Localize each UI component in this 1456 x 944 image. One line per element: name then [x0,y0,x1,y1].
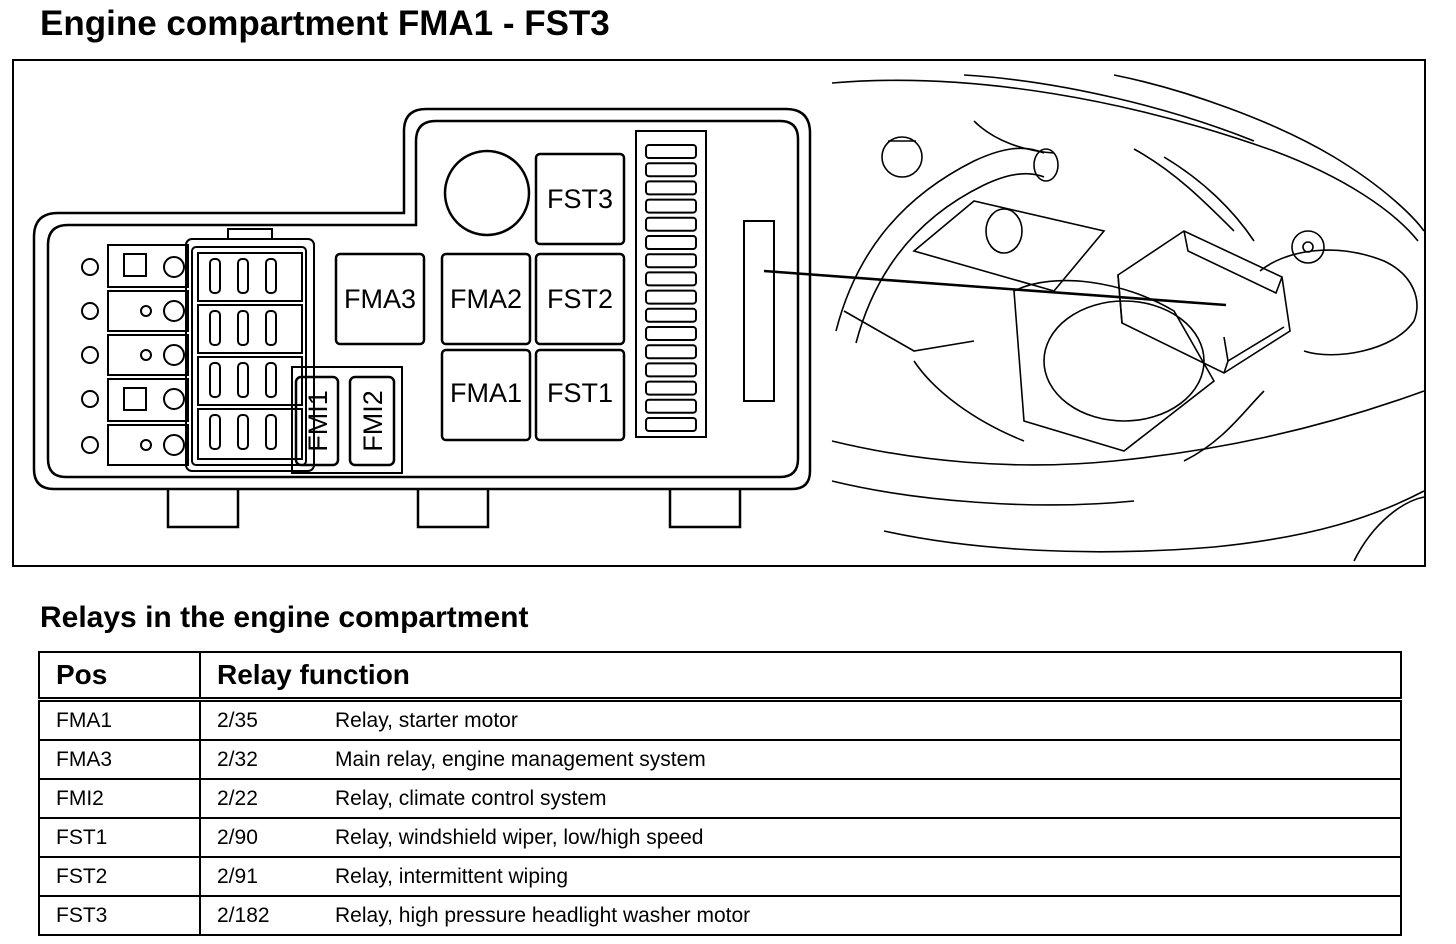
col-header-pos: Pos [39,652,201,702]
fmi-housing [291,366,403,474]
relay-fmi1: FMI1 [294,375,340,467]
table-row: FST2 2/91 Relay, intermittent wiping [39,857,1401,897]
col-header-function: Relay function [200,652,1401,702]
cell-desc: Relay, starter motor [335,708,518,732]
cell-function: 2/22 Relay, climate control system [200,779,1401,819]
relay-table: Pos Relay function FMA1 2/35 Relay, start… [38,651,1402,936]
table-row: FMA1 2/35 Relay, starter motor [39,699,1401,741]
relay-label-fma3: FMA3 [344,284,416,314]
cell-function: 2/182 Relay, high pressure headlight wash… [200,896,1401,935]
fuse-slot [645,235,697,250]
cell-pos: FMA3 [39,740,201,780]
fuse-slot [645,180,697,196]
fuse-slot [645,253,697,269]
fuse-box-outline [32,107,812,529]
relay-label-fst2: FST2 [547,284,613,314]
fuse-slot [645,417,697,432]
cell-function: 2/91 Relay, intermittent wiping [200,857,1401,897]
cell-code: 2/32 [217,747,258,771]
relay-fst1: FST1 [534,348,626,442]
fuse-slot [645,162,697,178]
cell-code: 2/22 [217,786,258,810]
fuse-slot [645,198,697,214]
fuse-box-diagram: FST3 FMA3 FMA2 FST2 FMA1 FST1 FMI1 FMI2 [32,74,1425,562]
cell-pos: FST2 [39,857,201,897]
cell-code: 2/91 [217,864,258,888]
fuse-slot [645,271,697,287]
relay-fma1: FMA1 [440,348,532,442]
cell-pos: FMI2 [39,779,201,819]
pointer-line [763,269,1227,307]
diagram-frame: FST3 FMA3 FMA2 FST2 FMA1 FST1 FMI1 FMI2 [12,59,1426,567]
cell-pos: FMA1 [39,699,201,741]
relay-fma2: FMA2 [440,252,532,346]
engine-bay-illustration [831,74,1425,562]
table-title: Relays in the engine compartment [40,601,529,634]
relay-label-fst1: FST1 [547,378,613,408]
cell-desc: Relay, climate control system [335,786,607,810]
relay-socket-block [185,228,315,472]
relay-fmi2: FMI2 [348,375,396,467]
relay-fst3: FST3 [534,152,626,246]
cell-desc: Relay, windshield wiper, low/high speed [335,825,704,849]
cell-code: 2/182 [217,903,270,927]
fuse-strip [635,130,707,438]
table-row: FMI2 2/22 Relay, climate control system [39,779,1401,819]
table-row: FMA3 2/32 Main relay, engine management s… [39,740,1401,780]
cell-code: 2/90 [217,825,258,849]
table-row: FST3 2/182 Relay, high pressure headlight… [39,896,1401,935]
cell-desc: Relay, intermittent wiping [335,864,569,888]
fuse-slot [645,307,697,323]
cell-desc: Relay, high pressure headlight washer mo… [335,903,751,927]
table-header-row: Pos Relay function [39,652,1401,702]
cell-pos: FST1 [39,818,201,858]
page-title: Engine compartment FMA1 - FST3 [40,4,610,43]
fuse-slot [645,380,697,396]
relay-fma3: FMA3 [334,252,426,346]
cell-desc: Main relay, engine management system [335,747,706,771]
cell-code: 2/35 [217,708,258,732]
round-socket [443,149,531,237]
relay-label-fmi1: FMI1 [303,390,333,452]
relay-label-fmi2: FMI2 [358,390,388,452]
cell-function: 2/32 Main relay, engine management system [200,740,1401,780]
fuse-slot [645,289,697,305]
fuse-slot [645,326,697,341]
table-row: FST1 2/90 Relay, windshield wiper, low/hi… [39,818,1401,858]
fuse-slot [645,362,697,378]
relay-label-fma1: FMA1 [450,378,522,408]
fuse-slot [645,144,697,159]
relay-fst2: FST2 [534,252,626,346]
cell-function: 2/35 Relay, starter motor [200,699,1401,741]
relay-label-fst3: FST3 [547,184,613,214]
cell-pos: FST3 [39,896,201,935]
fuse-slot [645,398,697,414]
fuse-slot [645,216,697,232]
connector-terminals [81,244,189,466]
relay-label-fma2: FMA2 [450,284,522,314]
cell-function: 2/90 Relay, windshield wiper, low/high sp… [200,818,1401,858]
fuse-slot [645,344,697,360]
